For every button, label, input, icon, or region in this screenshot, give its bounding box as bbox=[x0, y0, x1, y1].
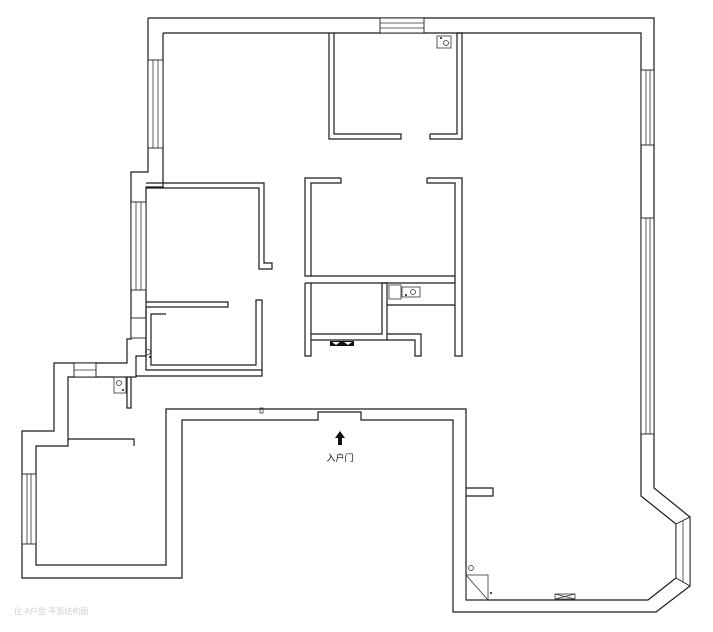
toilet-icon bbox=[145, 349, 151, 358]
toilet-icon bbox=[436, 35, 452, 49]
window-bottom-left bbox=[21, 473, 37, 545]
window-right-lower bbox=[640, 217, 655, 435]
window-top bbox=[379, 17, 425, 34]
interior-walls bbox=[68, 32, 494, 497]
bathtub-icon bbox=[465, 565, 492, 601]
outer-wall bbox=[21, 17, 691, 613]
fixtures bbox=[113, 35, 576, 601]
toilet-icon bbox=[388, 284, 421, 300]
window-left-upper bbox=[147, 59, 164, 149]
windows bbox=[21, 17, 691, 587]
entrance: 入户门 bbox=[326, 431, 354, 463]
window-left-small bbox=[130, 317, 147, 339]
toilet-icon bbox=[113, 376, 127, 394]
radiator-icon bbox=[554, 593, 576, 600]
window-left-middle bbox=[130, 201, 147, 291]
entrance-label: 入户门 bbox=[326, 452, 353, 463]
stove-icon bbox=[330, 341, 354, 346]
watermark: 住·A户型 平面结构图 bbox=[14, 606, 88, 616]
window-right-upper bbox=[640, 69, 655, 146]
arrow-up-icon bbox=[335, 431, 345, 445]
